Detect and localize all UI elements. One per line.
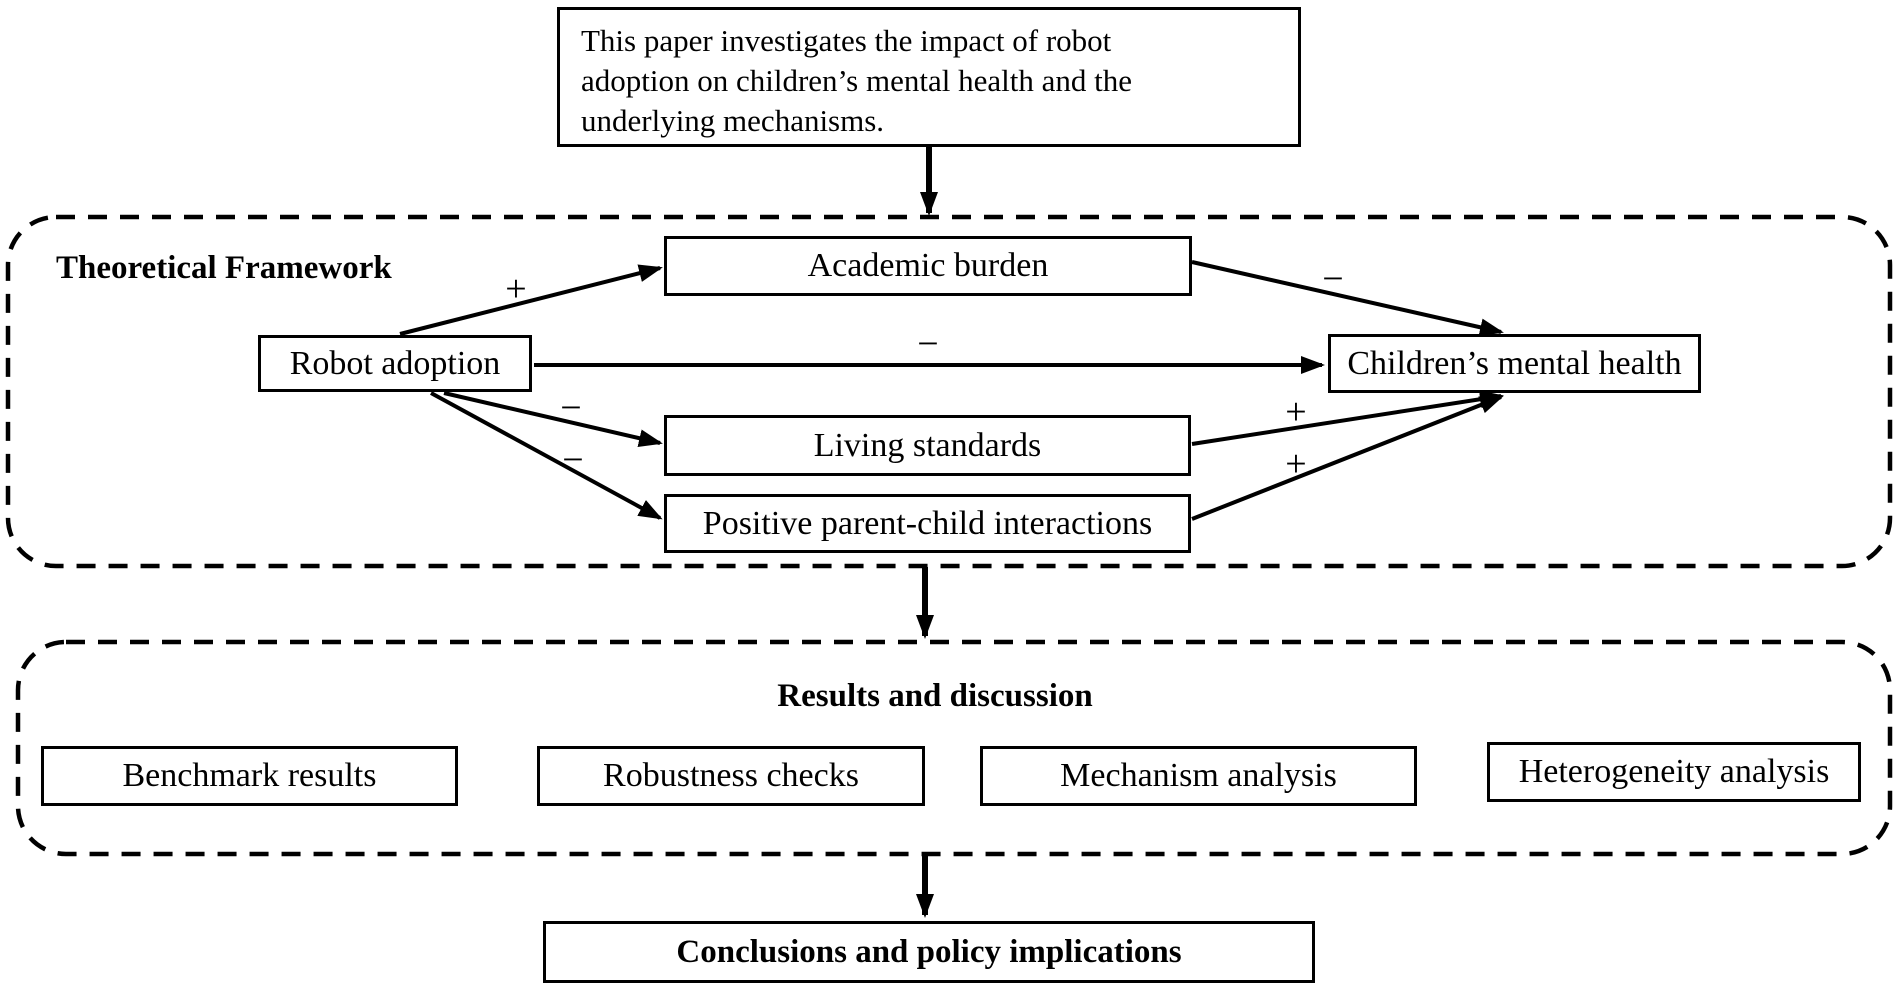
node-positive-parent-child-interactions: Positive parent-child interactions — [664, 494, 1191, 553]
arrow-robot-to-living — [443, 391, 663, 448]
sign-living-children: + — [1285, 391, 1307, 433]
node-benchmark-results: Benchmark results — [41, 746, 458, 806]
sign-academic-children: − — [1322, 258, 1344, 300]
intro-line-1: This paper investigates the impact of ro… — [581, 23, 1112, 58]
intro-line-3: underlying mechanisms. — [581, 103, 885, 138]
node-mechanism-analysis: Mechanism analysis — [980, 746, 1417, 806]
intro-line-2: adoption on children’s mental health and… — [581, 63, 1132, 98]
node-heterogeneity-analysis: Heterogeneity analysis — [1487, 742, 1861, 802]
arrow-living-to-children — [1191, 390, 1504, 446]
arrow-academic-to-children — [1191, 260, 1504, 337]
sign-robot-living: − — [560, 387, 582, 429]
node-robot-adoption: Robot adoption — [258, 335, 532, 392]
node-childrens-mental-health: Children’s mental health — [1328, 334, 1701, 393]
sign-robot-academic: + — [505, 268, 527, 310]
sign-positive-children: + — [1285, 443, 1307, 485]
sign-robot-positive: − — [562, 439, 584, 481]
intro-box: This paper investigates the impact of ro… — [557, 7, 1301, 147]
sign-robot-children: − — [917, 323, 939, 365]
arrow-robot-to-positive — [430, 391, 663, 520]
node-academic-burden: Academic burden — [664, 236, 1192, 296]
arrow-robot-to-academic — [399, 264, 663, 336]
results-label: Results and discussion — [777, 678, 1093, 714]
arrow-positive-to-children — [1191, 395, 1504, 521]
node-robustness-checks: Robustness checks — [537, 746, 925, 806]
theoretical-framework-label: Theoretical Framework — [56, 250, 392, 286]
node-living-standards: Living standards — [664, 415, 1191, 476]
conclusions-box: Conclusions and policy implications — [543, 921, 1315, 983]
